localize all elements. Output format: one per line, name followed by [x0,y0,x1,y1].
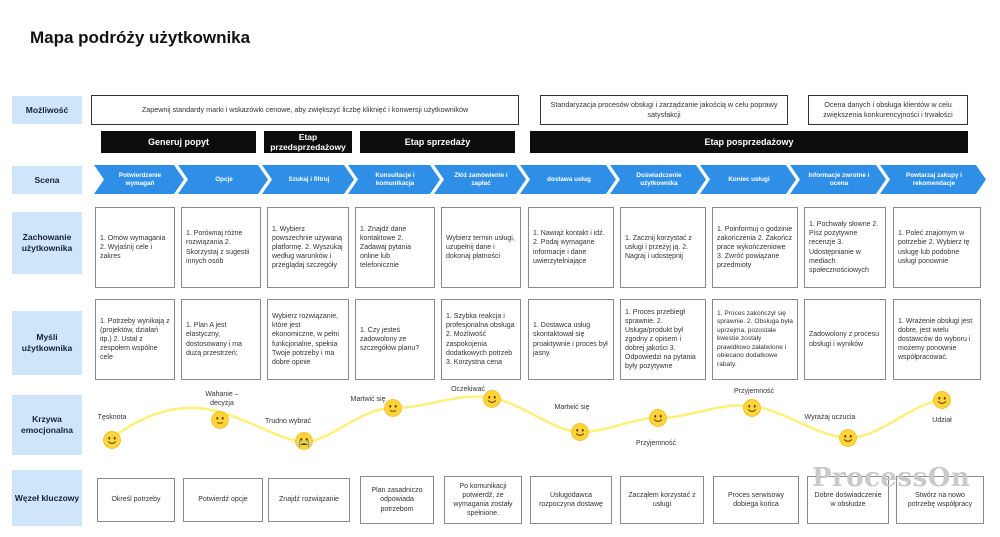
scene-step: dostawa usług [520,165,616,194]
scene-step: Koniec usługi [700,165,796,194]
scene-step: Konsultacje i komunikacja [348,165,440,194]
behavior-card: Wybierz termin usługi, uzupełnij dane i … [441,207,521,288]
row-label-scene: Scena [12,166,82,194]
smiley-face-icon [571,423,589,441]
neutral-face-icon [384,399,402,417]
smiley-face-icon [933,391,951,409]
emotion-curve [110,395,944,444]
row-label-curve: Krzywa emocjonalna [12,395,82,455]
smiley-face-icon [649,409,667,427]
behavior-card: 1. Znajdź dane kontaktowe 2. Zadawaj pyt… [355,207,435,288]
emotion-label: Udział [932,417,952,424]
behavior-card: 1. Wybierz powszechnie używaną platformę… [267,207,349,288]
emotion-label: Tęsknota [97,414,127,421]
page-title: Mapa podróży użytkownika [30,28,251,47]
crying-face-icon [295,432,313,450]
thought-card: 1. Wrażenie obsługi jest dobre, jest wie… [893,299,981,380]
key-node-card: Stwórz na nowo potrzebę współpracy [896,476,984,524]
scene-step: Złóż zamówienie i zapłać [434,165,526,194]
opportunity-box: Zapewnij standardy marki i wskazówki cen… [91,95,519,125]
thought-card: 1. Dostawca usług skontaktował się proak… [528,299,614,380]
thought-card: Zadowolony z procesu obsługi i wyników [804,299,886,380]
emotion-label: Oczekiwać [451,386,485,393]
key-node-card: Znajdź rozwiązanie [268,478,350,522]
emotion-label: Trudno wybrać [264,418,312,425]
thought-card: 1. Proces zakończył się sprawnie. 2. Obs… [712,299,798,380]
smiley-face-icon [483,390,501,408]
row-label-node: Węzeł kluczowy [12,470,82,526]
emotion-label: Przyjemność [733,388,775,395]
thought-card: Wybierz rozwiązanie, które jest ekonomic… [267,299,349,380]
thought-card: 1. Plan A jest elastyczny, dostosowany i… [181,299,261,380]
emotion-label: Przyjemność [635,440,677,447]
neutral-face-icon [211,411,229,429]
behavior-card: 1. Pochwały słowne 2. Pisz pozytywne rec… [804,207,886,288]
thought-card: 1. Czy jesteś zadowolony ze szczegółów p… [355,299,435,380]
scene-step: Powtarzaj zakupy i rekomendacje [880,165,986,194]
behavior-card: 1. Zacznij korzystać z usługi i przeżyj … [620,207,706,288]
smiley-face-icon [103,431,121,449]
behavior-card: 1. Nawiąż kontakt i idź. 2. Podaj wymaga… [528,207,614,288]
key-node-card: Proces serwisowy dobiega końca [713,476,799,524]
thought-card: 1. Potrzeby wynikają z (projektów, dział… [95,299,175,380]
watermark-logo: ProcessOn [812,463,971,493]
key-node-card: Potwierdź opcje [183,478,263,522]
scene-step: Opcje [178,165,268,194]
behavior-card: 1. Poleć znajomym w potrzebie 2. Wybierz… [893,207,981,288]
behavior-card: 1. Porównaj różne rozwiązania 2. Skorzys… [181,207,261,288]
emotion-label: Martwić się [554,404,590,411]
smiley-face-icon [743,399,761,417]
emotion-label: Martwić się [350,396,386,403]
key-node-card: Dobre doświadczenie w obsłudze [807,476,889,524]
opportunity-box: Standaryzacja procesów obsługi i zarządz… [540,95,788,125]
emotion-label: Wahanie – decyzja [205,391,239,407]
smiley-face-icon [839,429,857,447]
row-label-behavior: Zachowanie użytkownika [12,212,82,274]
key-node-card: Zacząłem korzystać z usługi [620,476,704,524]
key-node-card: Usługodawca rozpoczyna dostawę [530,476,612,524]
row-label-opportunity: Możliwość [12,96,82,124]
stage-header: Etap sprzedaży [360,131,515,153]
emotion-label: Wyrażaj uczucia [804,414,856,421]
opportunity-box: Ocena danych i obsługa klientów w celu z… [808,95,968,125]
behavior-card: 1. Poinformuj o godzinie zakończenia 2. … [712,207,798,288]
key-node-card: Plan zasadniczo odpowiada potrzebom [360,476,434,524]
stage-header: Generuj popyt [101,131,256,153]
scene-step: Potwierdzenie wymagań [94,165,184,194]
scene-step: Doświadczenie użytkownika [610,165,706,194]
scene-step: Informacje zwrotne i ocena [790,165,886,194]
thought-card: 1. Proces przebiegł sprawnie. 2. Usługa/… [620,299,706,380]
stage-header: Etap przedsprzedażowy [264,131,352,153]
thought-card: 1. Szybka reakcja i profesjonalna obsług… [441,299,521,380]
behavior-card: 1. Omów wymagania 2. Wyjaśnij cele i zak… [95,207,175,288]
emotion-curve-line [110,395,944,444]
row-label-thoughts: Myśli użytkownika [12,311,82,375]
key-node-card: Określ potrzeby [97,478,175,522]
scene-step: Szukaj i filtruj [262,165,354,194]
stage-header: Etap posprzedażowy [530,131,968,153]
key-node-card: Po komunikacji potwierdź, że wymagania z… [444,476,522,524]
